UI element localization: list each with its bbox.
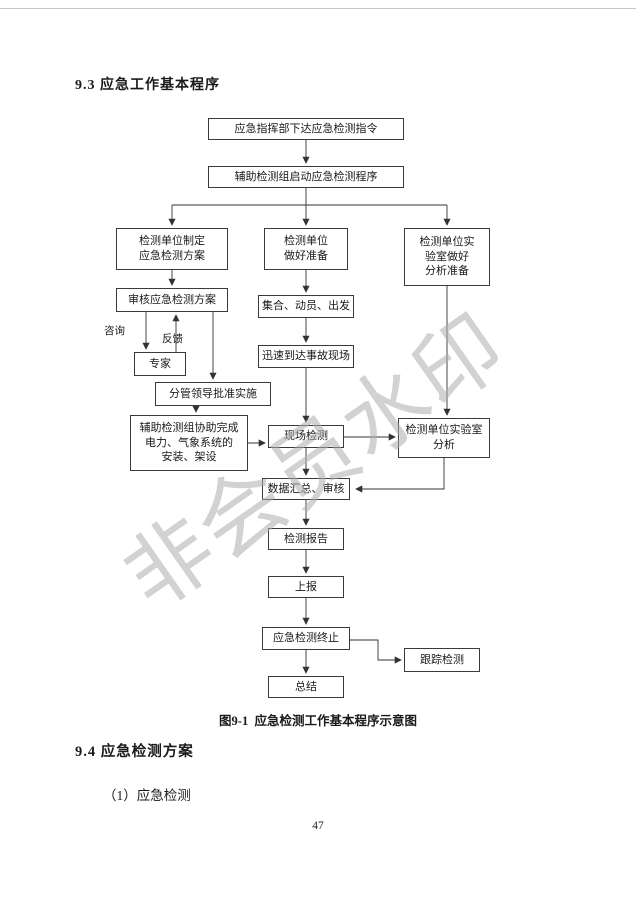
flow-node-site-test: 现场检测 bbox=[268, 425, 344, 448]
flow-node-assist-install: 辅助检测组协助完成 电力、气象系统的 安装、架设 bbox=[130, 415, 248, 471]
flow-node-assemble: 集合、动员、出发 bbox=[258, 295, 354, 318]
flow-node-report: 检测报告 bbox=[268, 528, 344, 550]
flow-node-review-plan: 审核应急检测方案 bbox=[116, 288, 228, 312]
flow-node-summary: 总结 bbox=[268, 676, 344, 698]
flow-node-start-program: 辅助检测组启动应急检测程序 bbox=[208, 166, 404, 188]
flow-label-consult: 咨询 bbox=[104, 326, 125, 337]
flow-node-arrive: 迅速到达事故现场 bbox=[258, 345, 354, 368]
flow-node-data-summary: 数据汇总、审核 bbox=[262, 478, 350, 500]
flow-node-terminate: 应急检测终止 bbox=[262, 627, 350, 650]
section-9-3-heading: 9.3 应急工作基本程序 bbox=[75, 78, 220, 93]
flow-node-lab-analysis: 检测单位实验室 分析 bbox=[398, 418, 490, 458]
list-item-1: （1）应急检测 bbox=[103, 788, 191, 803]
flow-label-feedback: 反馈 bbox=[162, 334, 183, 345]
flow-node-prepare: 检测单位 做好准备 bbox=[264, 228, 348, 270]
flow-node-submit: 上报 bbox=[268, 576, 344, 598]
flow-node-make-plan: 检测单位制定 应急检测方案 bbox=[116, 228, 228, 270]
flow-node-follow-up: 跟踪检测 bbox=[404, 648, 480, 672]
figure-caption: 图9-1 应急检测工作基本程序示意图 bbox=[219, 714, 417, 728]
flow-node-lab-prepare: 检测单位实 验室做好 分析准备 bbox=[404, 228, 490, 286]
top-divider bbox=[0, 8, 636, 9]
page-number: 47 bbox=[312, 820, 324, 832]
flow-node-issue-order: 应急指挥部下达应急检测指令 bbox=[208, 118, 404, 140]
flow-node-expert: 专家 bbox=[134, 352, 186, 376]
section-9-4-heading: 9.4 应急检测方案 bbox=[75, 744, 194, 760]
flow-node-leader-approve: 分管领导批准实施 bbox=[155, 382, 271, 406]
